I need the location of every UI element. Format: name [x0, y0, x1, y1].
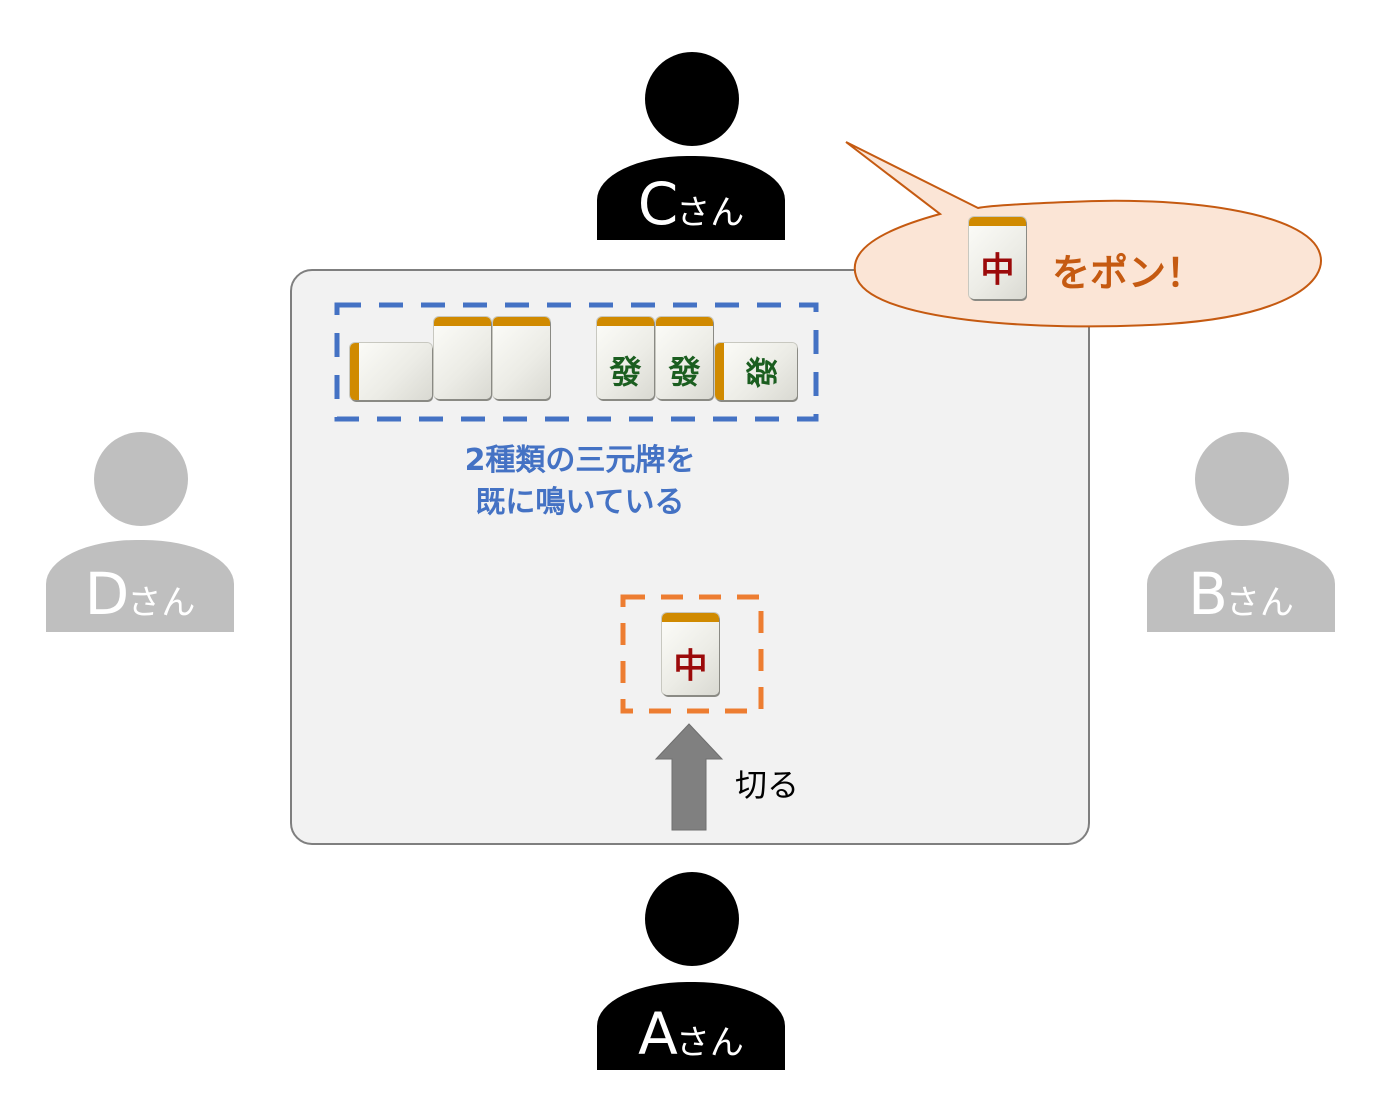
player-c-label: Cさん — [637, 170, 745, 238]
meld-tile-haku — [434, 317, 491, 399]
discard-highlight-box — [620, 594, 764, 714]
player-a-head-icon — [645, 872, 739, 966]
meld-tile-hatsu: 發 — [597, 317, 654, 399]
meld-tile-haku — [493, 317, 550, 399]
player-d-head-icon — [94, 432, 188, 526]
meld-tile-hatsu: 發 — [656, 317, 713, 399]
player-a-label: Aさん — [638, 1000, 744, 1068]
discard-arrow-icon — [654, 723, 724, 831]
player-a: Aさん — [597, 872, 785, 1070]
discard-action-label: 切る — [735, 766, 800, 804]
discarded-tile-chun: 中 — [662, 613, 719, 695]
speech-text: をポン！ — [1052, 251, 1205, 295]
player-b: Bさん — [1147, 432, 1335, 632]
meld-note-line2: 既に鳴いている — [475, 485, 685, 520]
player-d-label: Dさん — [84, 560, 196, 628]
speech-bubble — [845, 141, 1322, 328]
meld-note-line1: 2種類の三元牌を — [464, 443, 696, 478]
player-d-body-icon — [46, 540, 234, 632]
speech-tile-chun: 中 — [969, 217, 1026, 299]
player-b-label: Bさん — [1188, 560, 1294, 628]
player-c-head-icon — [645, 52, 739, 146]
player-c-body-icon — [597, 156, 785, 240]
meld-tile-haku-sideways — [350, 343, 432, 400]
meld-tile-hatsu-sideways: 發 — [715, 343, 797, 400]
player-d: Dさん — [46, 432, 234, 632]
player-b-body-icon — [1147, 540, 1335, 632]
player-c: Cさん — [597, 52, 785, 240]
meld-note: 2種類の三元牌を 既に鳴いている — [380, 440, 780, 524]
player-b-head-icon — [1195, 432, 1289, 526]
player-a-body-icon — [597, 982, 785, 1070]
